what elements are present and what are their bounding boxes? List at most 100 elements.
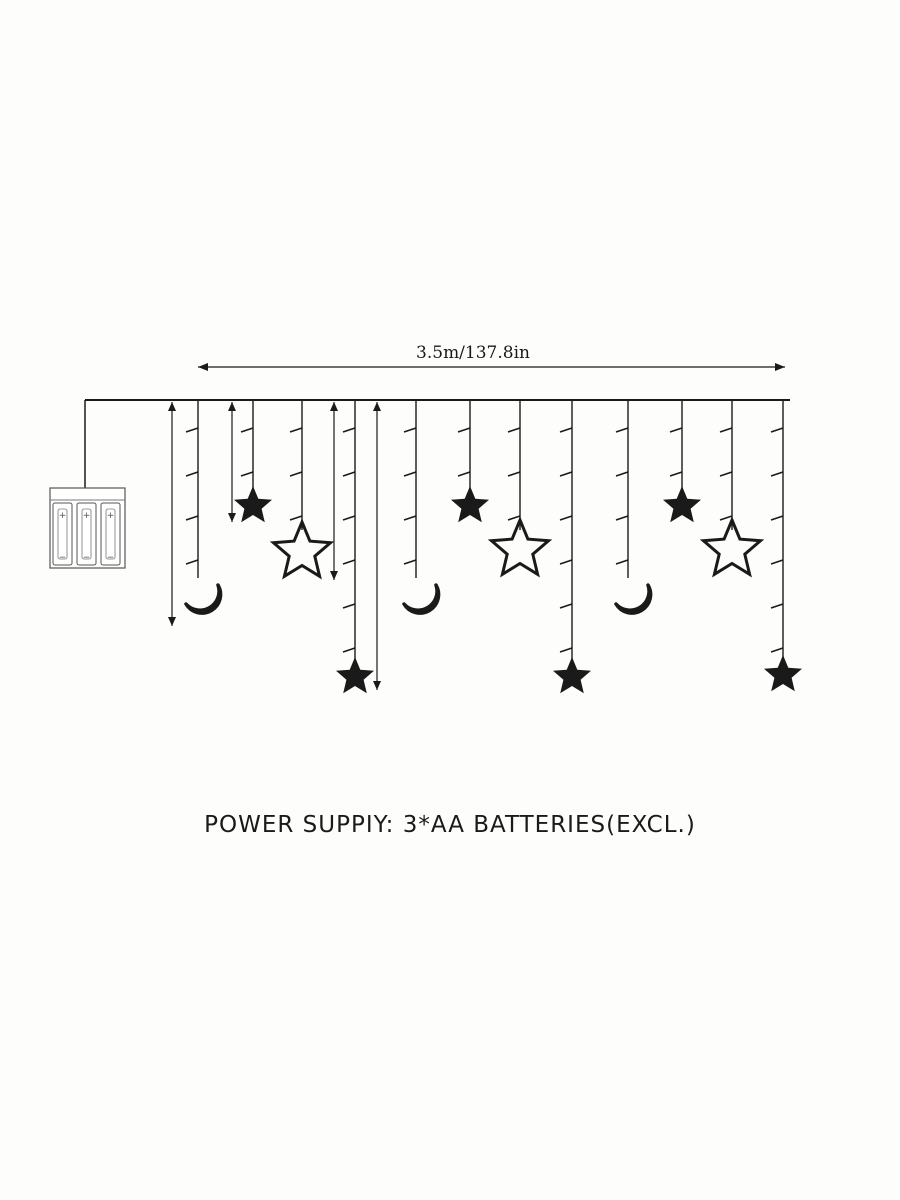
battery-minus-mark: − [107,553,115,563]
led-tick [770,603,784,609]
star-icon [764,655,802,692]
battery-cell-inner [105,508,116,560]
led-tick [507,427,521,433]
battery-box: + − + − + − [49,487,126,569]
led-tick [559,471,573,477]
battery-plus-mark: + [107,511,115,521]
led-tick [507,515,521,521]
strand [553,400,591,694]
led-tick [240,427,254,433]
drop-length-arrow-moon [168,402,176,626]
led-tick [403,471,417,477]
led-tick [342,515,356,521]
dimension-layer [168,363,785,690]
led-tick [289,471,303,477]
led-tick [342,603,356,609]
arrow-head [373,681,381,690]
arrow-head [168,617,176,626]
led-tick [403,559,417,565]
star-icon [553,657,591,694]
width-dimension-label: 3.5m/137.8in [416,343,530,363]
width-dimension-arrow [198,363,785,371]
led-tick [669,471,683,477]
led-tick [770,427,784,433]
arrow-head [168,402,176,411]
power-supply-caption: POWER SUPPIY: 3*AA BATTERIES(EXCL.) [204,812,696,838]
led-tick [342,559,356,565]
moon-icon [184,583,223,615]
led-tick [185,471,199,477]
led-tick [770,515,784,521]
star-icon [663,486,701,523]
led-tick [559,427,573,433]
moon-icon [614,583,653,615]
led-tick [719,427,733,433]
led-tick [185,515,199,521]
moon-icon [402,583,441,615]
battery-minus-mark: − [59,553,67,563]
battery-cell-inner [81,508,92,560]
strand [336,400,374,694]
led-tick [770,471,784,477]
drop-length-arrow-short [228,402,236,522]
strand [764,400,802,692]
led-tick [615,427,629,433]
led-tick [719,515,733,521]
led-tick [559,603,573,609]
led-tick [559,647,573,653]
led-tick [403,515,417,521]
led-tick [770,647,784,653]
star-icon [234,486,272,523]
strand [663,400,701,523]
wire-layer [84,399,790,490]
battery-cell-inner [57,508,68,560]
strand [234,400,272,523]
led-tick [615,559,629,565]
arrow-head [373,402,381,411]
arrow-head [330,402,338,411]
arrow-head [775,363,785,371]
star-icon [487,516,553,578]
strand [451,400,489,523]
strand [269,400,335,580]
led-tick [457,471,471,477]
led-tick [559,515,573,521]
drop-length-arrow-medium [330,402,338,580]
strand [614,400,653,615]
led-tick [507,471,521,477]
led-tick [615,471,629,477]
led-tick [185,427,199,433]
strand [699,400,765,578]
star-icon [269,518,335,580]
arrow-head [228,513,236,522]
led-tick [342,427,356,433]
led-tick [457,427,471,433]
battery-plus-mark: + [59,511,67,521]
strand [402,400,441,615]
led-tick [669,427,683,433]
led-tick [615,515,629,521]
strand [487,400,553,578]
star-icon [451,486,489,523]
battery-plus-mark: + [83,511,91,521]
led-tick [342,647,356,653]
led-tick [240,471,254,477]
led-tick [770,559,784,565]
strand [184,400,223,615]
led-tick [719,471,733,477]
star-icon [699,516,765,578]
star-icon [336,657,374,694]
led-tick [559,559,573,565]
drop-length-arrow-long [373,402,381,690]
battery-minus-mark: − [83,553,91,563]
led-tick [289,427,303,433]
led-tick [403,427,417,433]
led-tick [289,515,303,521]
strand-layer [184,400,802,694]
arrow-head [330,571,338,580]
arrow-head [228,402,236,411]
arrow-head [198,363,208,371]
led-tick [185,559,199,565]
led-tick [342,471,356,477]
